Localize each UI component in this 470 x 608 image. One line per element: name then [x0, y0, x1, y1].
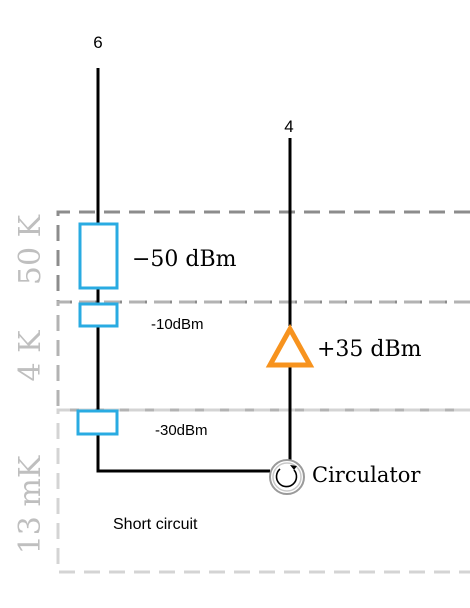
- stage-13mk-label: 13 mK: [13, 455, 48, 554]
- short-circuit-label: Short circuit: [113, 516, 198, 533]
- circulator-label: Circulator: [312, 463, 421, 487]
- attenuator-13mk-label: -30dBm: [155, 422, 208, 439]
- attenuator-50k: [78, 222, 119, 290]
- stage-boxes: [56, 210, 470, 574]
- circulator-icon: [269, 459, 305, 495]
- stage-50k-label: 50 K: [13, 214, 48, 285]
- left-line-wiring: [96, 68, 270, 473]
- stage-50k-box: [56, 210, 470, 304]
- attenuator-4k-label: -10dBm: [151, 316, 204, 333]
- stage-13mk-box: [56, 408, 470, 574]
- stage-4k-label: 4 K: [13, 330, 48, 382]
- attenuator-4k: [78, 302, 119, 328]
- amplifier-icon: [265, 323, 315, 368]
- amplifier-gain-label: +35 dBm: [317, 337, 422, 362]
- left-line-label: 6: [93, 33, 102, 52]
- left-wire-bottom: [96, 434, 270, 473]
- attenuator-13mk: [76, 409, 119, 436]
- attenuator-50k-label: −50 dBm: [132, 247, 237, 272]
- right-line-label: 4: [284, 117, 293, 136]
